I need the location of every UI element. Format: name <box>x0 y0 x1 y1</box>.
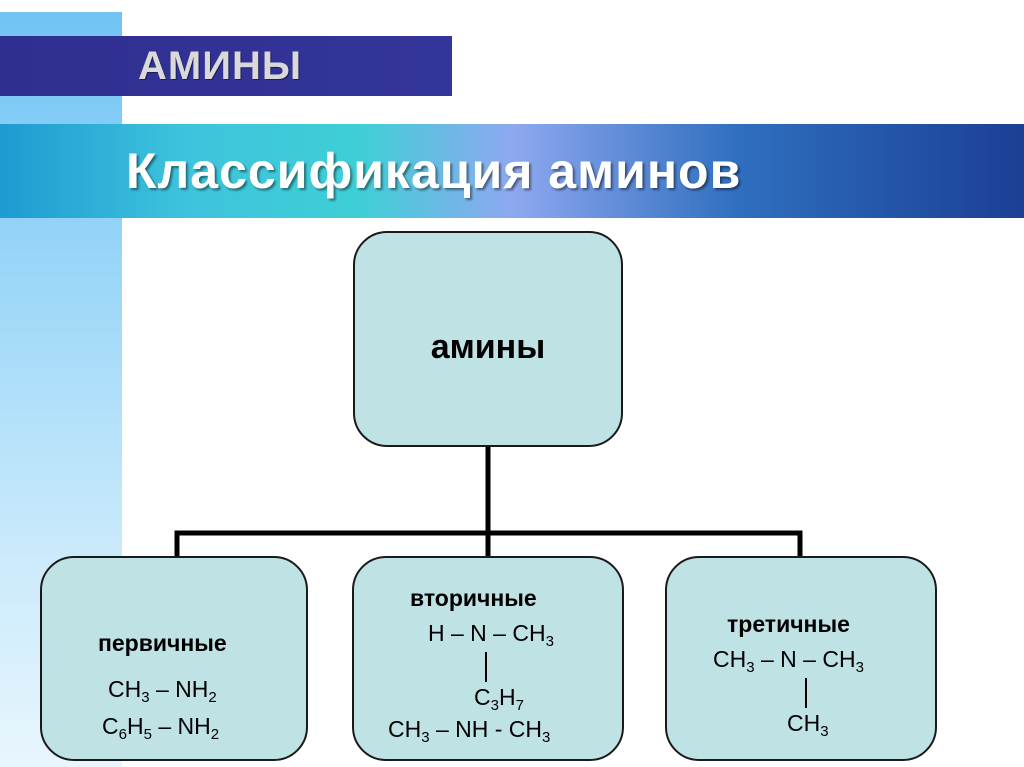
section-title-stripe <box>0 36 452 96</box>
node-secondary-amines: вторичные H – N – CH3 C3H7 CH3 – NH - CH… <box>352 556 624 761</box>
tertiary-label: третичные <box>727 611 850 637</box>
slide-title: Классификация аминов <box>126 143 742 199</box>
secondary-branch: C3H7 <box>474 684 524 714</box>
tertiary-bond-line <box>805 678 807 708</box>
secondary-label: вторичные <box>410 585 537 611</box>
section-title: АМИНЫ <box>138 44 303 88</box>
node-primary-amines: первичные CH3 – NH2 C6H5 – NH2 <box>40 556 308 761</box>
primary-label: первичные <box>98 630 227 656</box>
slide-title-stripe <box>0 124 1024 218</box>
tertiary-formula-1: CH3 – N – CH3 <box>713 646 864 676</box>
top-band <box>0 0 1024 12</box>
node-tertiary-amines: третичные CH3 – N – CH3 CH3 <box>665 556 937 761</box>
primary-formula-1: CH3 – NH2 <box>108 676 217 706</box>
tertiary-branch: CH3 <box>787 710 829 740</box>
root-node-label: амины <box>430 328 546 366</box>
root-node-amines: амины <box>353 231 623 447</box>
primary-formula-2: C6H5 – NH2 <box>102 713 220 743</box>
secondary-formula-1: H – N – CH3 <box>428 620 554 650</box>
secondary-formula-2: CH3 – NH - CH3 <box>388 716 551 746</box>
secondary-bond-line <box>485 652 487 682</box>
